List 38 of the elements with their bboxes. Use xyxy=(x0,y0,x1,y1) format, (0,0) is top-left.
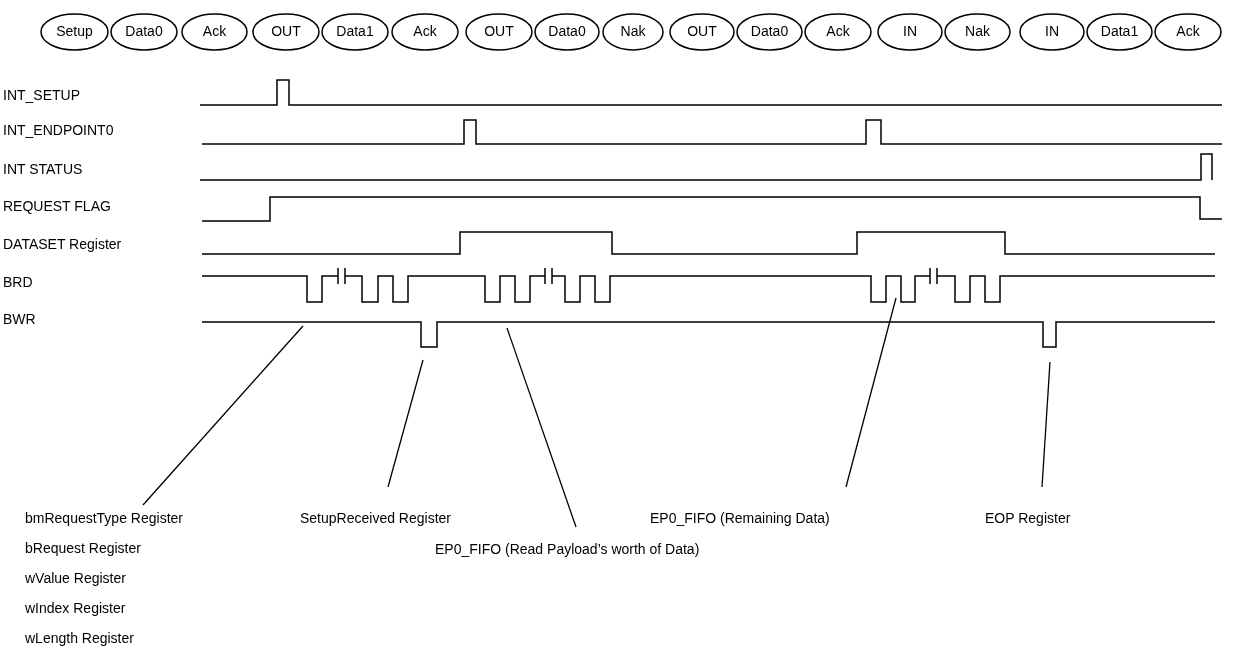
packet-label: Data1 xyxy=(336,23,374,40)
packet-label: OUT xyxy=(484,23,514,40)
packet-label: Data0 xyxy=(548,23,586,40)
leader-line xyxy=(142,325,304,506)
signal-name: INT_SETUP xyxy=(3,87,80,104)
packet-label: Data0 xyxy=(125,23,163,40)
register-name: wValue Register xyxy=(25,570,126,587)
packet-label: Ack xyxy=(826,23,850,40)
packet-label: OUT xyxy=(271,23,301,40)
packet-label: Nak xyxy=(965,23,990,40)
packet-label: Data1 xyxy=(1100,23,1139,40)
signal-name: INT_ENDPOINT0 xyxy=(3,122,114,139)
leader-line xyxy=(845,297,897,488)
signal-name: DATASET Register xyxy=(3,236,122,253)
register-name: wLength Register xyxy=(25,630,134,647)
packet-label: Ack xyxy=(413,23,437,40)
packet-label: Nak xyxy=(620,23,646,40)
register-name: bRequest Register xyxy=(25,540,141,557)
packet-label: Ack xyxy=(202,23,227,40)
register-name: wIndex Register xyxy=(25,600,126,617)
register-name: bmRequestType Register xyxy=(25,510,183,527)
leader-line xyxy=(387,359,424,488)
register-name: SetupReceived Register xyxy=(300,510,451,527)
leader-line xyxy=(1041,361,1051,488)
signal-name: BWR xyxy=(3,311,36,328)
register-name: EP0_FIFO (Read Payload’s worth of Data) xyxy=(435,541,700,558)
signal-name: BRD xyxy=(3,274,33,291)
register-name: EOP Register xyxy=(985,510,1071,527)
packet-label: Ack xyxy=(1176,23,1200,40)
packet-label: OUT xyxy=(687,23,717,40)
leader-line xyxy=(506,327,577,528)
packet-label: IN xyxy=(1045,23,1059,40)
signal-name: REQUEST FLAG xyxy=(3,198,111,215)
register-name: EP0_FIFO (Remaining Data) xyxy=(650,510,830,527)
packet-label: IN xyxy=(903,23,917,40)
packet-label: Setup xyxy=(56,23,93,40)
packet-label: Data0 xyxy=(750,23,789,40)
signal-name: INT STATUS xyxy=(3,161,83,178)
